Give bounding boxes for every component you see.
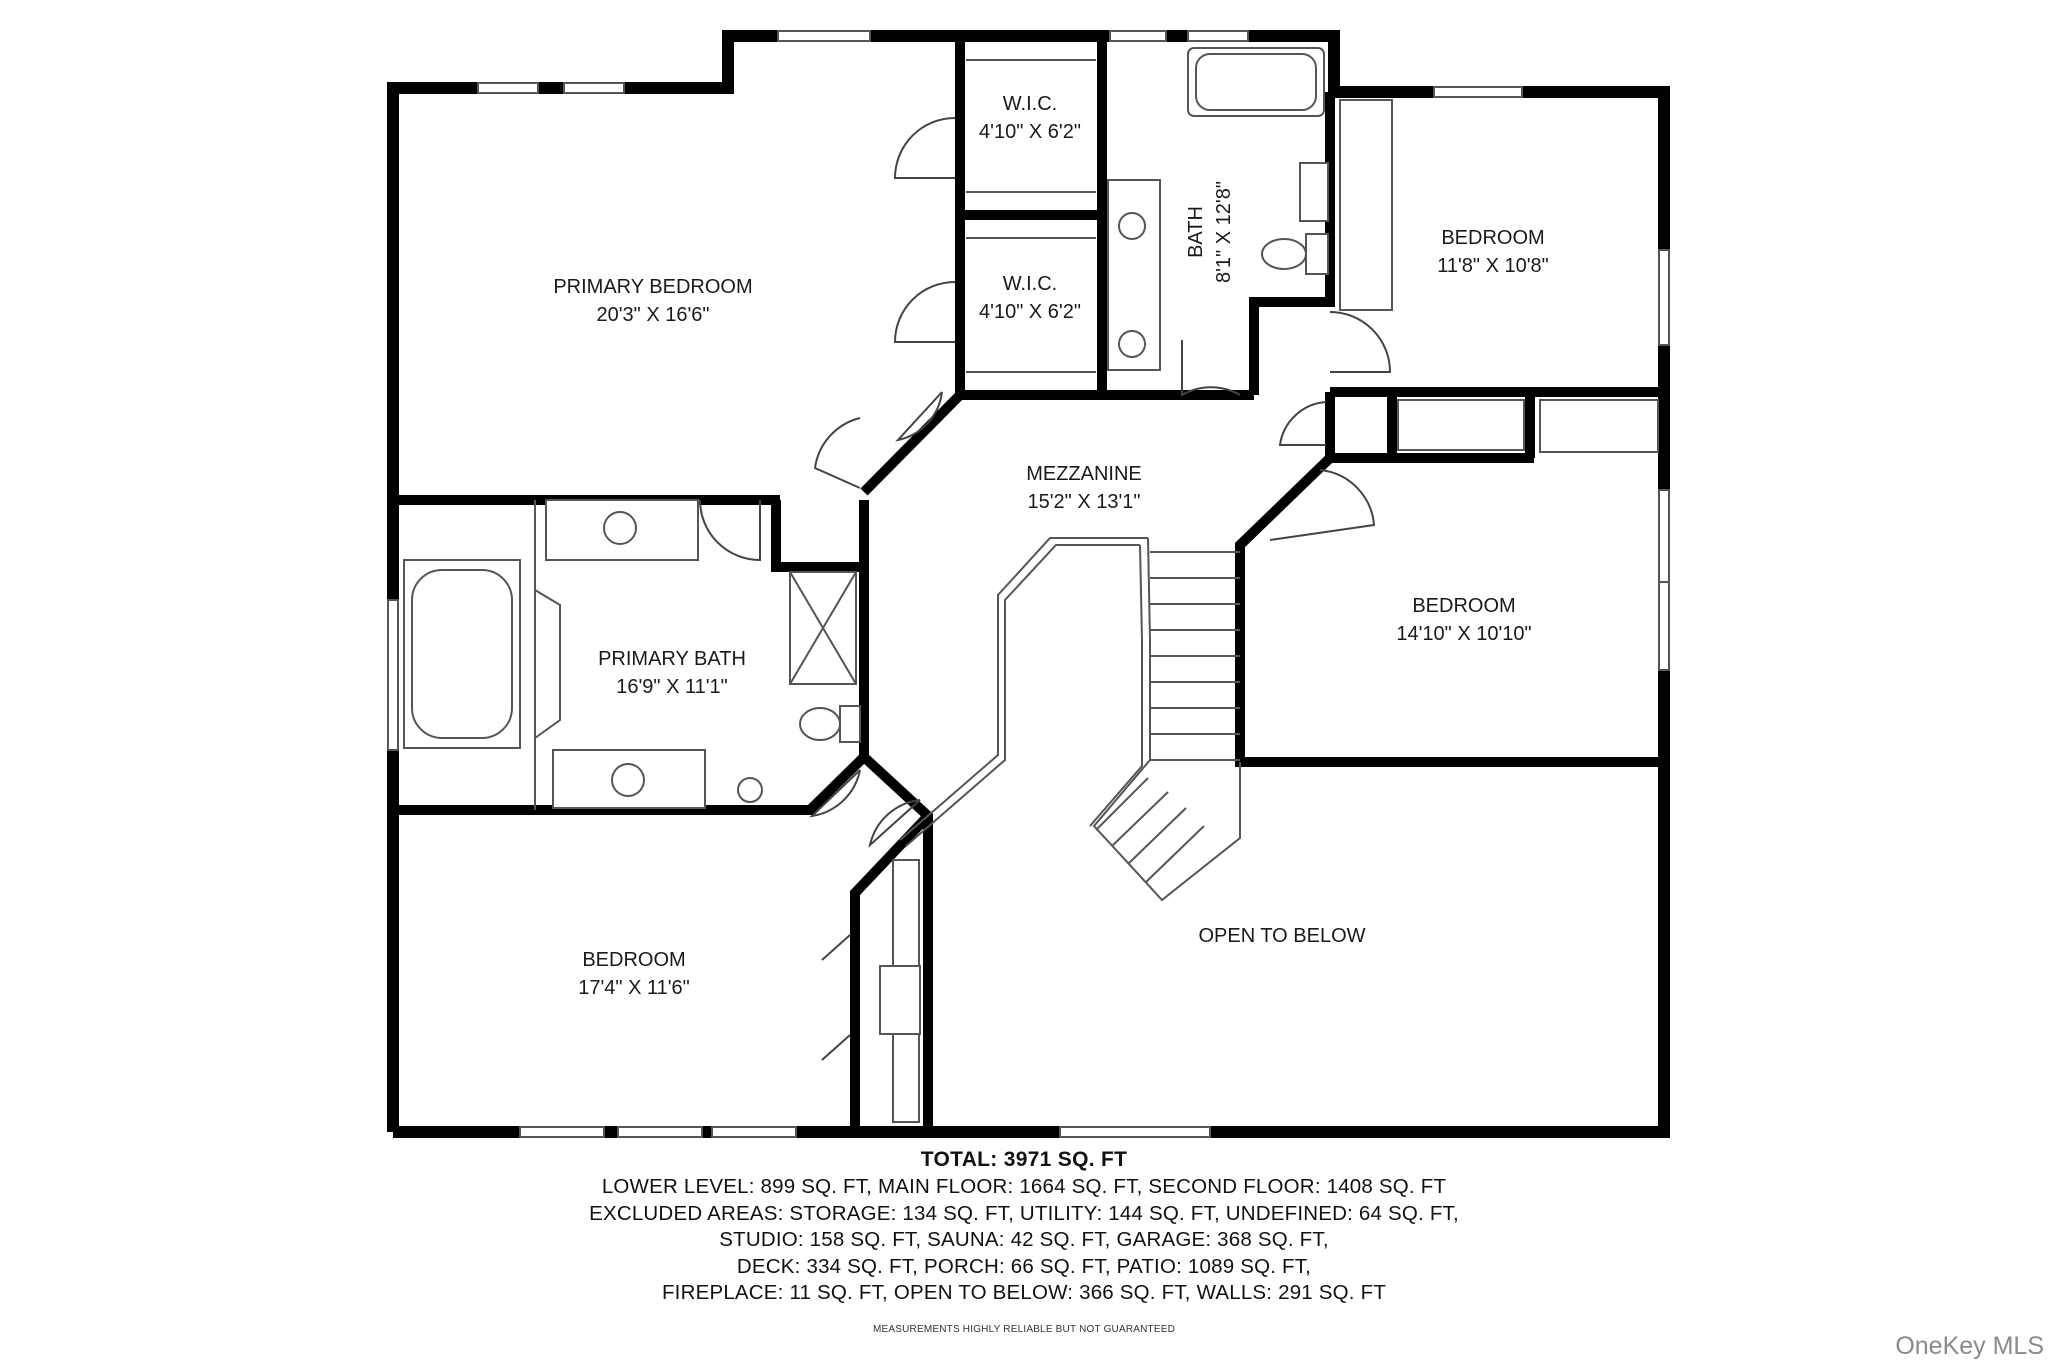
bedroom-sw-dims: 17'4" X 11'6" (578, 977, 690, 999)
summary-line-3: STUDIO: 158 SQ. FT, SAUNA: 42 SQ. FT, GA… (719, 1228, 1329, 1251)
mezzanine-dims: 15'2" X 13'1" (1027, 491, 1140, 513)
total-area: TOTAL: 3971 SQ. FT (920, 1148, 1128, 1171)
watermark: OneKey MLS (1895, 1332, 2044, 1360)
area-summary: TOTAL: 3971 SQ. FT LOWER LEVEL: 899 SQ. … (0, 1146, 2048, 1307)
wic-2-dims: 4'10" X 6'2" (979, 301, 1081, 323)
summary-line-2: EXCLUDED AREAS: STORAGE: 134 SQ. FT, UTI… (589, 1201, 1459, 1225)
summary-line-4: DECK: 334 SQ. FT, PORCH: 66 SQ. FT, PATI… (736, 1254, 1312, 1278)
mezzanine-name: MEZZANINE (1026, 463, 1142, 485)
measurement-disclaimer: MEASUREMENTS HIGHLY RELIABLE BUT NOT GUA… (872, 1324, 1176, 1335)
staircase (899, 537, 1241, 902)
bedroom-sw-name: BEDROOM (582, 949, 685, 971)
wic-2-name: W.I.C. (1003, 273, 1057, 295)
bedroom-e-dims: 14'10" X 10'10" (1396, 623, 1531, 645)
bedroom-e-name: BEDROOM (1412, 595, 1515, 617)
floor-plan: PRIMARY BEDROOM 20'3" X 16'6" W.I.C. 4'1… (387, 30, 1670, 1138)
primary-bedroom-dims: 20'3" X 16'6" (596, 304, 709, 326)
fixtures (403, 47, 1659, 1123)
bath-dims: 8'1" X 12'8" (1213, 181, 1235, 283)
wic-1-name: W.I.C. (1003, 93, 1057, 115)
primary-bedroom-name: PRIMARY BEDROOM (553, 276, 752, 298)
bath-name: BATH (1185, 206, 1207, 258)
primary-bath-dims: 16'9" X 11'1" (616, 676, 728, 698)
windows (387, 30, 1670, 1138)
bedroom-ne-name: BEDROOM (1441, 227, 1544, 249)
interior-walls (393, 36, 1664, 1132)
doors (699, 117, 1392, 1061)
primary-bath-name: PRIMARY BATH (598, 648, 746, 670)
summary-line-1: LOWER LEVEL: 899 SQ. FT, MAIN FLOOR: 166… (601, 1175, 1447, 1198)
summary-line-5: FIREPLACE: 11 SQ. FT, OPEN TO BELOW: 366… (661, 1281, 1387, 1304)
open-to-below-label: OPEN TO BELOW (1198, 925, 1365, 947)
bedroom-ne-dims: 11'8" X 10'8" (1437, 255, 1549, 277)
wic-1-dims: 4'10" X 6'2" (979, 121, 1081, 143)
